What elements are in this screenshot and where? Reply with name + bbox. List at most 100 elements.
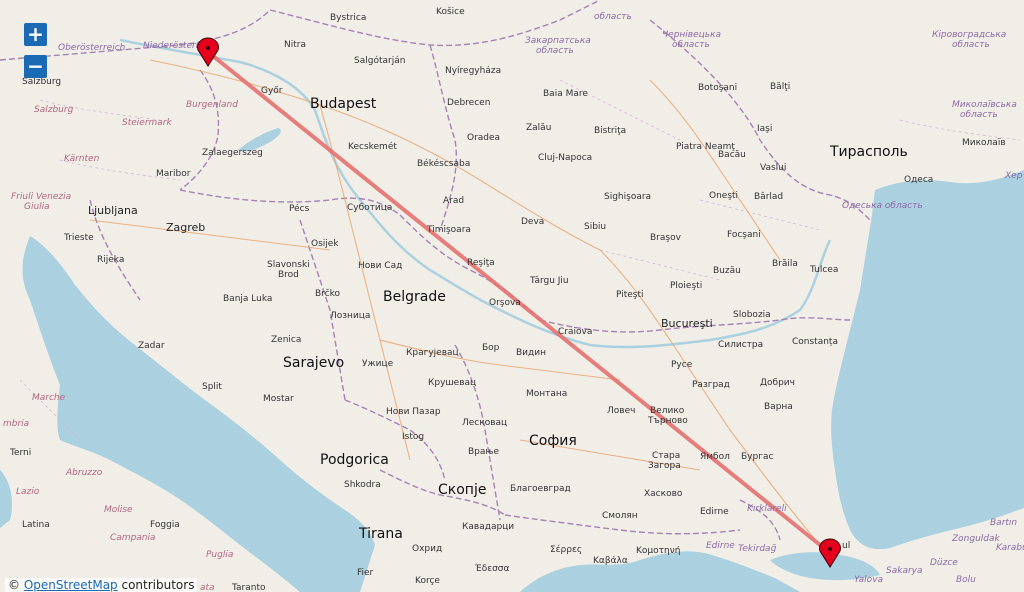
label-cluj: Cluj-Napoca [538,153,592,163]
label-sibiu: Sibiu [584,222,606,232]
label-uzice: Ужице [362,359,394,369]
label-edirne: Edirne [700,507,729,517]
black-sea [831,170,1024,550]
label-buzau: Buzău [713,266,741,276]
label-tarnovo: Търново [647,416,688,426]
marker-pin-icon [819,538,841,568]
label-bekescsaba: Békéscsaba [417,158,470,169]
label-veliko: Велико [650,406,685,416]
label-edessa: Έδεσσα [474,564,509,574]
label-friuli: Friuli Venezia [11,192,71,202]
label-osijek: Osijek [311,239,339,249]
label-kragujevac: Крагујевац [406,348,459,358]
label-zadar: Zadar [138,341,165,351]
label-odeska: Одеська область [842,201,923,211]
label-niederosterreich: Niederösterreich [143,41,218,51]
label-subotica: Суботица [347,203,392,213]
label-salzburg: Salzburg [22,77,61,87]
label-ljubljana: Ljubljana [88,204,138,217]
label-orsova: Orşova [489,298,521,308]
label-campania: Campania [110,533,156,543]
label-molise: Molise [104,505,133,515]
label-lazio: Lazio [16,487,40,497]
label-dobrich: Добрич [760,378,795,388]
label-lovech: Ловеч [607,406,635,416]
label-tulcea: Tulcea [809,265,838,275]
label-zagora: Загора [648,461,681,471]
label-vidin: Видин [516,348,546,358]
label-targu-jiu: Târgu Jiu [529,276,569,286]
label-salgotarjan: Salgótarján [354,55,405,66]
label-skopje: Скопје [438,482,486,498]
start-marker[interactable] [197,37,219,67]
label-slobozia: Slobozia [733,310,771,320]
label-mykolaiv: Миколаїв [962,138,1006,148]
label-barlad: Bârlad [754,192,783,202]
label-rijeka: Rijeka [97,255,124,265]
label-piatra-neamt: Piatra Neamţ [676,142,735,152]
label-zenica: Zenica [271,335,301,345]
label-ploiesti: Ploieşti [670,281,702,291]
map-attribution: © OpenStreetMap contributors [5,578,198,592]
label-ata: ata [200,583,215,592]
label-banja-luka: Banja Luka [223,294,272,304]
label-mostar: Mostar [263,394,294,404]
label-haskovo: Хасково [644,489,683,499]
label-baia-mare: Baia Mare [543,89,588,99]
danube-river [119,38,832,349]
label-serres: Σέρρες [550,544,582,555]
label-steiermark: Steiermark [122,118,172,128]
label-puglia: Puglia [206,550,233,560]
label-zalau: Zalău [526,123,551,133]
label-marche: Marche [32,393,66,403]
label-slavonski: Slavonski [267,260,310,270]
label-chern-oblast: область [672,40,710,50]
region-borders [19,79,1021,441]
label-chernivetska: Чернівецька [662,30,721,40]
tyrrhenian-sea [0,470,12,528]
label-kavala: Καβάλα [593,556,628,566]
route-line[interactable] [206,50,832,555]
label-nitra: Nitra [284,40,306,50]
label-pitesti: Piteşti [616,290,644,300]
end-marker[interactable] [819,538,841,568]
road-network [89,59,821,546]
label-kosice: Košice [436,6,465,17]
label-gyor: Győr [261,86,283,96]
label-tekirdag: Tekirdağ [738,544,777,554]
label-sakarya: Sakarya [886,566,923,576]
label-craiova: Craiova [558,327,592,337]
label-mykolaivska: Миколаївська [952,100,1017,110]
label-oblast: область [594,12,632,22]
label-karnten: Kärnten [64,154,100,164]
label-vaslui: Vaslui [760,163,786,173]
label-umbria: mbria [3,419,29,429]
label-pecs: Pécs [289,203,310,214]
label-resita: Reşiţa [467,258,495,268]
zoom-in-button[interactable]: + [24,23,47,46]
label-tirana: Tirana [358,526,403,542]
label-budapest: Budapest [310,96,377,112]
copyright-symbol: © [8,578,20,592]
label-karab: Karabü [996,543,1024,553]
label-burgas: Бургас [741,452,773,462]
zoom-out-button[interactable]: − [24,55,47,78]
label-arad: Arad [443,196,464,206]
adriatic-sea [22,236,375,592]
label-myk-oblast: область [960,110,998,120]
label-fier: Fier [357,568,374,578]
label-giulia: Giulia [24,202,50,212]
label-stara: Стара [652,451,680,461]
label-debrecen: Debrecen [447,98,490,108]
label-varna: Варна [764,402,793,412]
label-abruzzo: Abruzzo [65,468,103,478]
label-oradea: Oradea [467,133,500,143]
label-brasov: Braşov [650,233,682,243]
label-istog: Istog [402,432,424,442]
osm-link[interactable]: OpenStreetMap [23,578,118,592]
label-blagoevgrad: Благоевград [510,484,571,494]
label-kirovohradska: Кіровоградська [932,30,1006,40]
label-foggia: Foggia [150,520,180,530]
